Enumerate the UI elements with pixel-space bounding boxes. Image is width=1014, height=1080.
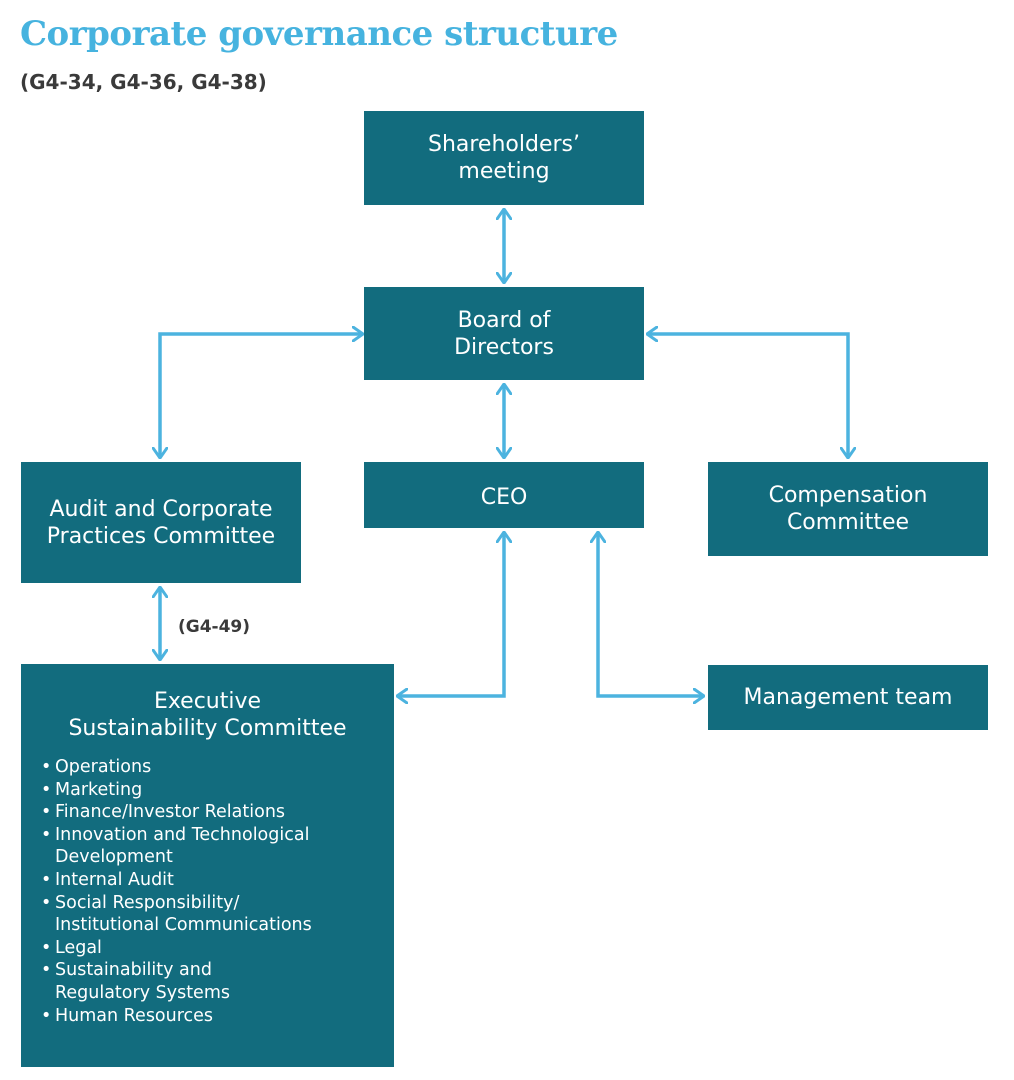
node-label-line: meeting — [458, 159, 550, 184]
edge-ceo-executive — [397, 532, 504, 696]
node-label-line: Executive — [153, 689, 262, 714]
node-label-line: Compensation — [768, 483, 928, 508]
page-title: Corporate governance structure — [20, 14, 618, 54]
node-board-of-directors: Board of Directors — [364, 287, 644, 380]
edge-board-compensation — [647, 334, 848, 458]
node-label-line: Board of — [457, 307, 551, 333]
edge-label-g4-49: (G4-49) — [178, 617, 251, 637]
list-item: Finance/Investor Relations — [41, 801, 394, 824]
executive-committee-members: Operations Marketing Finance/Investor Re… — [21, 756, 394, 1027]
list-item: Social Responsibility/ Institutional Com… — [41, 892, 394, 937]
node-label-line: Committee — [786, 510, 910, 535]
edge-ceo-management — [598, 532, 704, 696]
list-item: Legal — [41, 937, 394, 960]
node-audit-committee: Audit and Corporate Practices Committee — [21, 462, 301, 583]
list-item: Operations — [41, 756, 394, 779]
node-label-line: Audit and Corporate — [49, 496, 273, 522]
node-executive-sustainability-committee: Executive Sustainability Committee Opera… — [21, 664, 394, 1067]
node-shareholders-meeting: Shareholders’ meeting — [364, 111, 644, 205]
list-item: Human Resources — [41, 1005, 394, 1028]
node-label-line: Practices Committee — [46, 523, 276, 549]
node-label-line: Management team — [743, 685, 953, 710]
executive-committee-title: Executive Sustainability Committee — [21, 688, 394, 742]
node-ceo: CEO — [364, 462, 644, 528]
node-management-team: Management team — [708, 665, 988, 730]
edge-board-audit — [160, 334, 363, 458]
list-item: Sustainability and Regulatory Systems — [41, 959, 394, 1004]
list-item: Marketing — [41, 779, 394, 802]
node-label-line: CEO — [480, 485, 528, 510]
page-subtitle: (G4-34, G4-36, G4-38) — [20, 70, 267, 94]
node-compensation-committee: Compensation Committee — [708, 462, 988, 556]
node-label-line: Sustainability Committee — [68, 716, 347, 741]
list-item: Internal Audit — [41, 869, 394, 892]
list-item: Innovation and Technological Development — [41, 824, 394, 869]
node-label-line: Directors — [454, 334, 554, 360]
node-label-line: Shareholders’ — [427, 132, 580, 157]
